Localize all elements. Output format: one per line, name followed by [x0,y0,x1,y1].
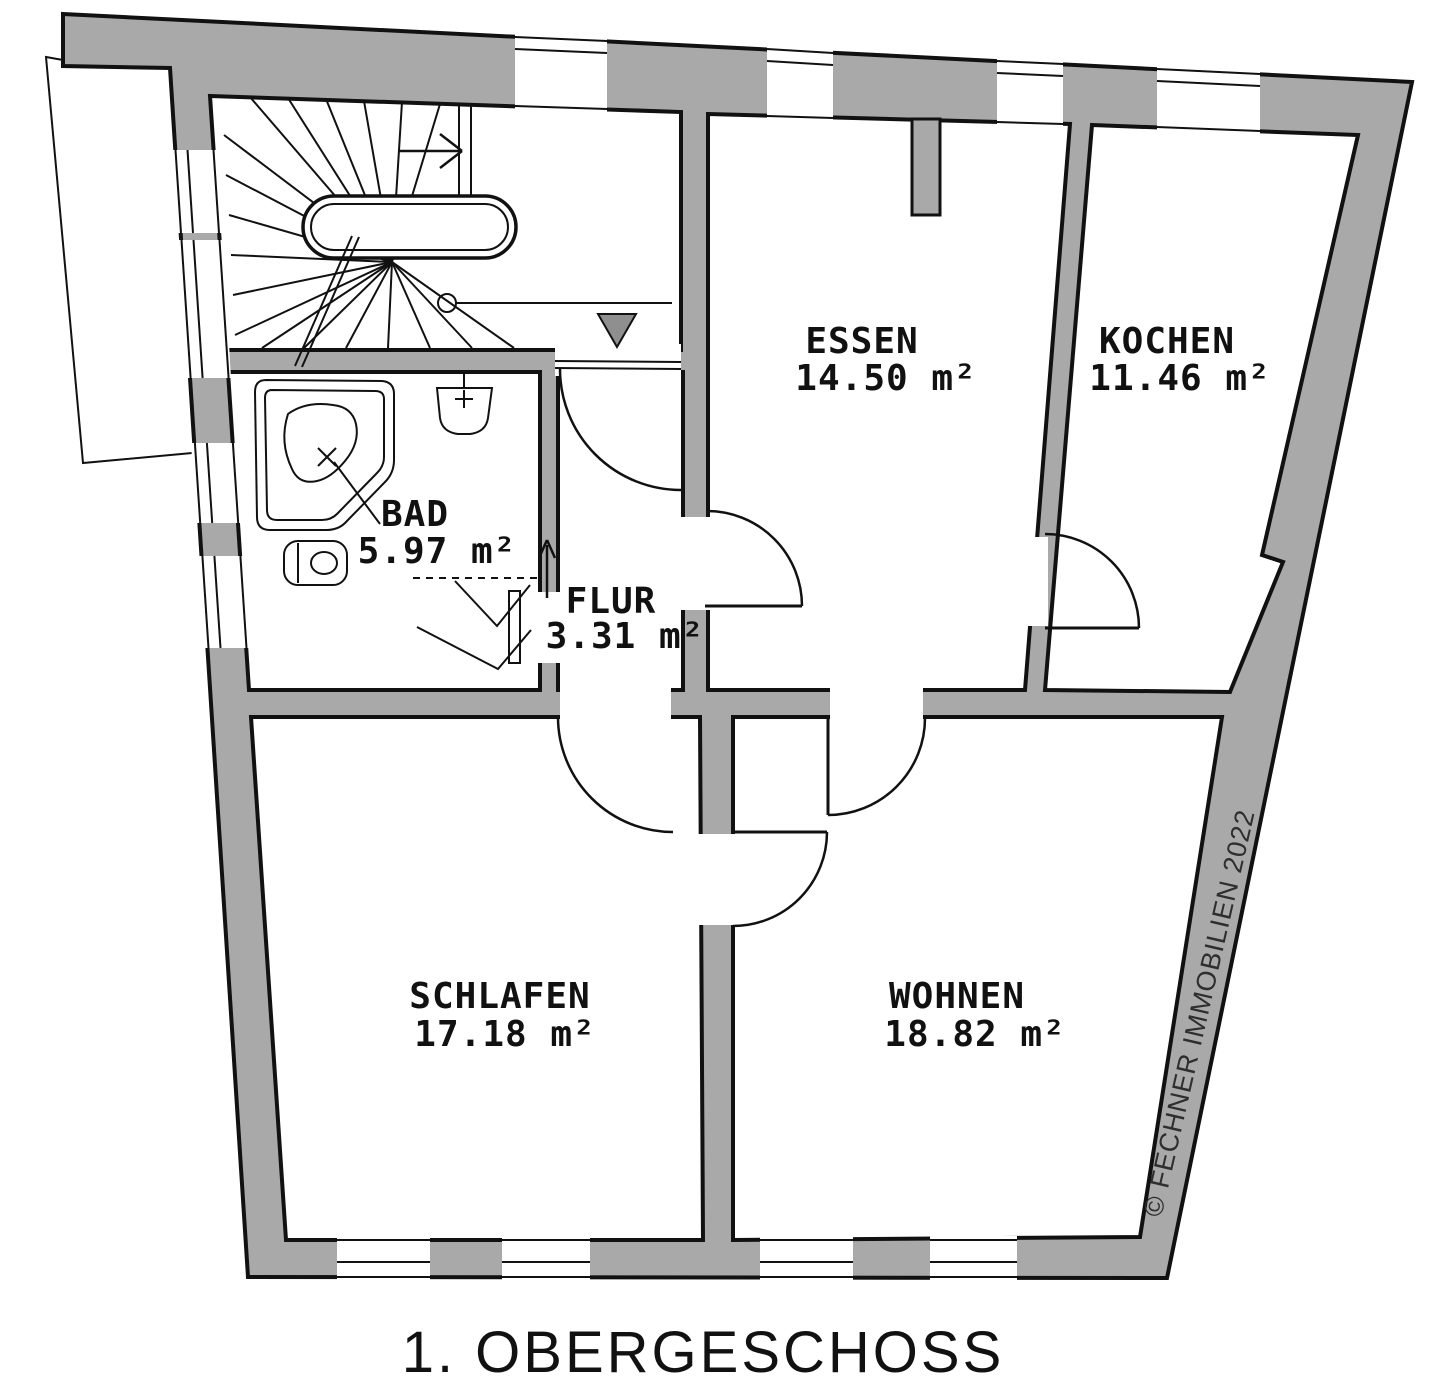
area-essen: 14.50 m² [795,358,976,399]
label-flur: FLUR [566,581,657,622]
label-schlafen: SCHLAFEN [409,976,590,1017]
schlafen-door-opening [560,686,671,721]
walls [61,11,1415,1281]
window-stairs-top [514,33,608,113]
neighbour-building-outline [44,55,204,465]
connecting-door [732,830,829,928]
window-essen-1 [766,45,834,121]
window-wohnen-2 [930,1236,1017,1281]
kochen-door-opening [1021,537,1048,626]
window-bad-2 [198,555,250,649]
entrance-door-arc [558,368,682,492]
essen-door-opening [679,517,712,610]
page-title: 1. OBERGESCHOSS [402,1320,1005,1385]
area-bad: 5.97 m² [358,531,517,572]
stair-direction-arrow [398,133,463,169]
chimney-stub [910,117,942,217]
shower [413,577,543,671]
label-essen: ESSEN [805,321,918,362]
connecting-door-arc [732,831,829,928]
area-kochen: 11.46 m² [1089,358,1270,399]
entrance-opening [555,344,681,376]
wohnen-door-opening [830,686,923,721]
essen-door-arc [706,509,804,607]
window-wohnen-1 [760,1236,853,1281]
staircase [223,96,672,368]
bad-door-leaf [508,590,521,664]
wohnen-door [826,717,927,817]
bathroom-fixtures [253,372,543,671]
wohnen-door-arc [827,717,927,817]
kochen-door [1044,532,1141,630]
bad-door-opening [536,592,562,663]
window-stairs-left-1 [171,149,223,234]
window-kochen [1156,65,1261,135]
window-bad-1 [191,442,242,524]
connecting-door-opening [696,834,737,925]
sink [435,372,494,435]
label-bad: BAD [381,494,449,535]
area-flur: 3.31 m² [546,616,705,657]
door-openings [536,344,1048,925]
toilet [283,540,348,586]
window-stairs-left-2 [177,239,231,379]
flur-arrow [537,539,557,598]
schlafen-door-arc [556,716,674,834]
label-wohnen: WOHNEN [889,976,1025,1017]
bathtub [253,378,395,531]
area-wohnen: 18.82 m² [884,1014,1065,1055]
essen-door [705,509,804,608]
window-schlafen-1 [337,1236,430,1281]
label-kochen: KOCHEN [1099,321,1235,362]
entrance-door [554,360,682,492]
kochen-door-arc [1044,532,1141,629]
entrance-marker-icon [596,313,638,350]
windows [171,33,1261,1281]
doors [508,360,1141,928]
stair-newel-oval [301,194,518,260]
area-schlafen: 17.18 m² [414,1014,595,1055]
window-essen-2 [996,57,1064,128]
stair-reference-circle [437,293,457,313]
window-schlafen-2 [502,1236,590,1281]
